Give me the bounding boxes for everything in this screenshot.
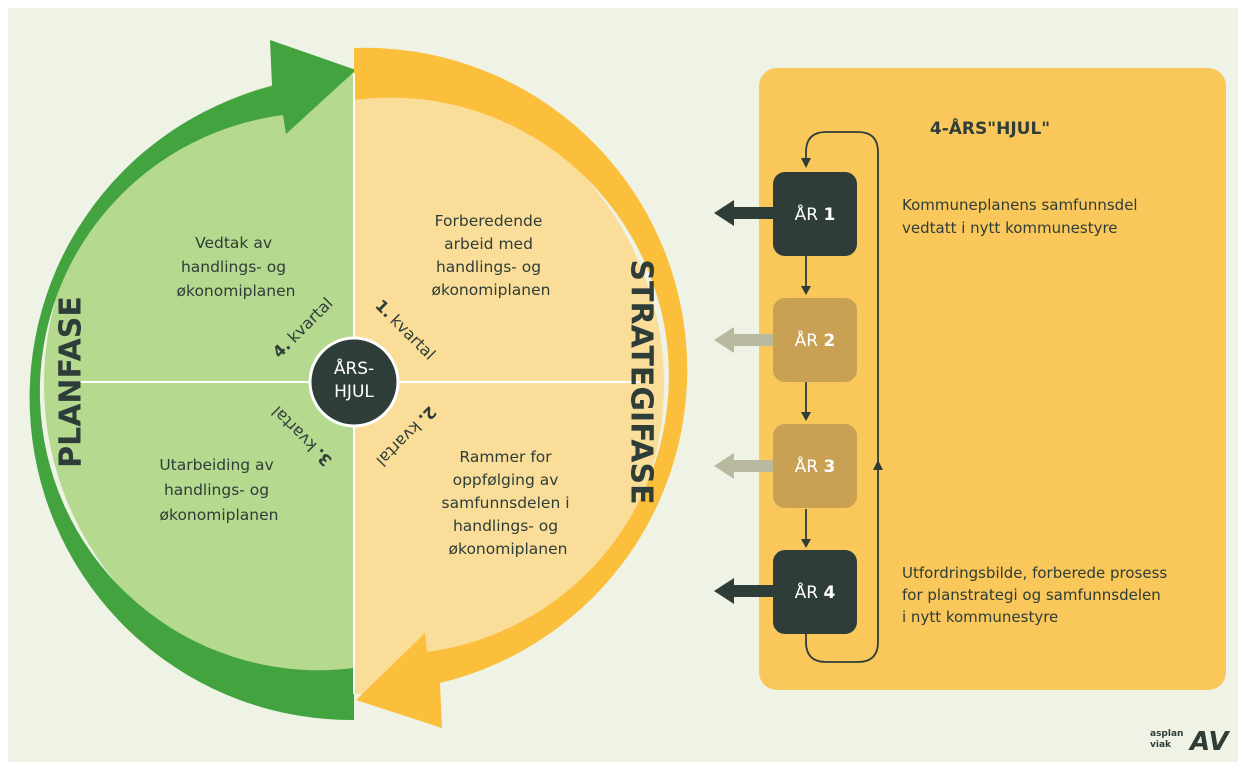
panel-background	[759, 68, 1226, 690]
q2-line: Rammer for	[459, 448, 552, 466]
q3-line: økonomiplanen	[160, 506, 279, 524]
loop-line-bottom	[805, 470, 879, 663]
year-4-note: Utfordringsbilde, forberede prosess for …	[902, 564, 1172, 626]
left-arrow-year4-icon	[714, 578, 775, 604]
q4-line: Vedtak av	[195, 234, 272, 252]
loop-line-top	[805, 131, 879, 462]
q2-line: samfunnsdelen i	[442, 494, 570, 512]
year-3-box	[773, 424, 857, 508]
left-arrow-year3-icon	[714, 453, 775, 479]
q3-line: Utarbeiding av	[159, 456, 273, 474]
q1-line: handlings- og	[436, 258, 541, 276]
q1-line: økonomiplanen	[432, 281, 551, 299]
logo-line2: viak	[1150, 740, 1172, 750]
arrow-down-icon	[801, 412, 811, 421]
arrow-up-icon	[873, 460, 883, 470]
year-2-label: ÅR 2	[795, 329, 836, 351]
year-3-label: ÅR 3	[795, 455, 836, 477]
year-1-note: Kommuneplanens samfunnsdel vedtatt i nyt…	[902, 196, 1142, 237]
planfase-label: PLANFASE	[54, 296, 89, 468]
left-arrow-year1-icon	[714, 200, 775, 226]
center-label-line2: HJUL	[334, 382, 374, 402]
quarter-3-text: Utarbeiding av handlings- og økonomiplan…	[159, 456, 278, 524]
q1-line: arbeid med	[444, 235, 533, 253]
year-1-box	[773, 172, 857, 256]
arrow-down-icon	[801, 539, 811, 548]
annual-wheel: PLANFASE STRATEGIFASE Vedtak av handling…	[29, 40, 688, 728]
center-circle	[308, 336, 400, 428]
q2-line: økonomiplanen	[449, 540, 568, 558]
q1-line: Forberedende	[435, 212, 543, 230]
q3-line: handlings- og	[164, 481, 269, 499]
year-1-label: ÅR 1	[795, 203, 836, 225]
q2-line: oppfølging av	[453, 471, 559, 489]
planfase-half	[44, 74, 354, 694]
strategifase-label: STRATEGIFASE	[624, 259, 659, 504]
q4-line: handlings- og	[181, 258, 286, 276]
arrow-down-icon	[801, 286, 811, 295]
quarter-1-text: Forberedende arbeid med handlings- og øk…	[432, 212, 551, 299]
strategifase-arrow-ring	[354, 47, 688, 728]
logo-mark: AV	[1188, 727, 1230, 757]
left-arrow-year2-icon	[714, 327, 775, 353]
quarter-2-text: Rammer for oppfølging av samfunnsdelen i…	[442, 448, 575, 558]
year-2-box	[773, 298, 857, 382]
strategifase-half	[354, 74, 664, 694]
asplan-viak-logo: asplan viak AV	[1150, 727, 1230, 757]
q4-line: økonomiplanen	[177, 282, 296, 300]
arrow-into-year1-icon	[801, 158, 811, 168]
year-4-box	[773, 550, 857, 634]
quarter-4-text: Vedtak av handlings- og økonomiplanen	[177, 234, 296, 300]
four-year-wheel-panel: 4-ÅRS"HJUL" ÅR 1 ÅR 2 ÅR 3	[714, 68, 1226, 690]
year-4-label: ÅR 4	[795, 581, 836, 603]
logo-line1: asplan	[1150, 729, 1183, 739]
q2-line: handlings- og	[453, 517, 558, 535]
center-label-line1: ÅRS-	[334, 357, 374, 379]
panel-title: 4-ÅRS"HJUL"	[930, 116, 1050, 139]
